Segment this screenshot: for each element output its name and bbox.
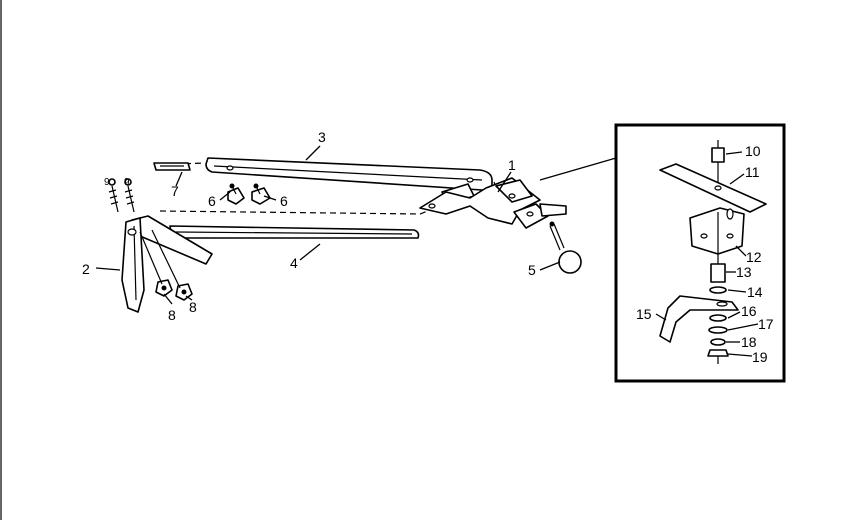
detail-washer-16 bbox=[709, 314, 727, 322]
detail-spacer bbox=[710, 263, 726, 283]
callout-5: 5 bbox=[528, 262, 536, 278]
assembly-axis bbox=[139, 229, 181, 289]
callout-8-left: 8 bbox=[168, 307, 176, 323]
pivot-bracket bbox=[121, 215, 213, 313]
callout-14: 14 bbox=[747, 284, 763, 300]
lower-arm bbox=[169, 225, 420, 239]
detail-leader bbox=[539, 157, 617, 181]
detail-plate bbox=[659, 163, 767, 213]
callout-1: 1 bbox=[508, 157, 516, 173]
callout-10: 10 bbox=[745, 143, 761, 159]
callout-3: 3 bbox=[318, 129, 326, 145]
callout-8-right: 8 bbox=[189, 299, 197, 315]
callout-9-right: 9 bbox=[124, 177, 130, 188]
detail-box bbox=[614, 123, 786, 383]
bolt-right bbox=[251, 183, 271, 205]
detail-washer-top bbox=[709, 286, 727, 294]
nut-right bbox=[175, 283, 193, 301]
detail-nut bbox=[707, 349, 729, 364]
callout-19: 19 bbox=[752, 349, 768, 365]
callout-13: 13 bbox=[736, 264, 752, 280]
detail-washer-17 bbox=[708, 326, 728, 334]
callout-labels: 1 2 3 4 5 6 6 7 8 8 9 9 10 11 12 13 14 1… bbox=[82, 129, 774, 365]
callout-11: 11 bbox=[745, 164, 760, 180]
callout-6-left: 6 bbox=[208, 193, 216, 209]
callout-12: 12 bbox=[746, 249, 762, 265]
callout-9-left: 9 bbox=[104, 177, 110, 188]
callout-6-right: 6 bbox=[280, 193, 288, 209]
callout-15: 15 bbox=[636, 306, 652, 322]
callout-17: 17 bbox=[758, 316, 774, 332]
screw-right bbox=[124, 178, 135, 213]
detail-bracket bbox=[689, 207, 745, 255]
nut-left bbox=[155, 279, 173, 297]
hitch-pin bbox=[549, 221, 582, 274]
arm-hidden-line-lower bbox=[159, 203, 447, 215]
callout-16: 16 bbox=[741, 303, 757, 319]
mounting-bracket bbox=[419, 177, 567, 229]
detail-washer-18 bbox=[710, 338, 726, 346]
screw-left bbox=[108, 178, 119, 213]
leader-lines bbox=[95, 145, 759, 357]
callout-4: 4 bbox=[290, 255, 298, 271]
callout-2: 2 bbox=[82, 261, 90, 277]
detail-arm bbox=[659, 295, 739, 343]
callout-18: 18 bbox=[741, 334, 757, 350]
clip bbox=[153, 162, 191, 171]
bolt-left bbox=[227, 183, 245, 205]
callout-7: 7 bbox=[171, 183, 179, 199]
